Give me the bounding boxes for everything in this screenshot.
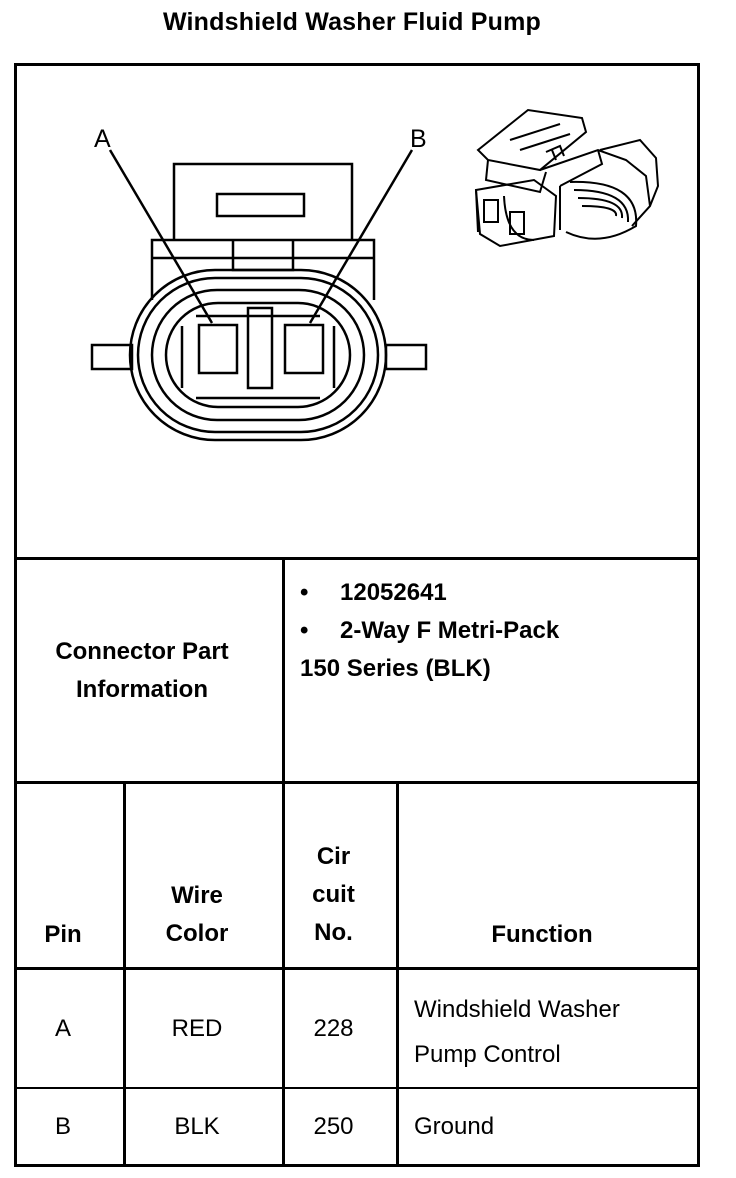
divider-row [14,1087,700,1089]
row-b-circuit: 250 [313,1113,354,1140]
col-divider-pin [123,781,126,1167]
row-a-wire-color: RED [171,1015,223,1042]
center-key [246,306,274,390]
header-circuit: Cir cuit No. [285,838,382,952]
info-bullet-2: • 2-Way F Metri-Pack [300,612,690,650]
header-function: Function [491,921,593,948]
header-circuit-line1: Cir [316,843,351,870]
row-a-function: Windshield Washer Pump Control [414,987,694,1077]
pin-label-b: B [410,125,427,153]
connector-info-details: • 12052641 • 2-Way F Metri-Pack 150 Series… [300,574,690,688]
connector-face-diagram: A B [90,108,660,442]
terminal-b [283,323,325,375]
divider-diagram [14,557,700,560]
divider-header [14,967,700,970]
header-wire-color-line1: Wire [171,882,223,909]
col-divider-info [282,557,285,784]
border-left [14,63,17,1167]
border-bottom [14,1164,700,1167]
connector-type: 2-Way F Metri-Pack [340,617,560,644]
row-a-function-line2: Pump Control [414,1041,561,1068]
latch-housing [172,162,354,240]
connector-iso-sketch [474,108,660,248]
connector-info-heading-line2: Information [76,676,208,703]
latch-slot [215,192,306,218]
row-a-function-line1: Windshield Washer [414,996,620,1023]
border-top [14,63,700,66]
header-circuit-line3: No. [314,919,353,946]
divider-info [14,781,700,784]
row-b-function: Ground [414,1113,495,1140]
inner-ring [164,301,352,409]
ear-left [90,343,134,371]
pin-label-a: A [94,125,111,153]
connector-series: 150 Series (BLK) [300,655,491,682]
connector-info-heading-line1: Connector Part [55,638,229,665]
ear-right [384,343,428,371]
housing-outline [150,238,376,300]
info-bullet-1: • 12052641 [300,574,690,612]
page-title: Windshield Washer Fluid Pump [162,8,542,36]
leader-line-a [108,149,214,324]
row-b-wire-color: BLK [174,1113,220,1140]
header-wire-color-line2: Color [165,920,229,947]
col-divider-circuit [396,781,399,1167]
border-right [697,63,700,1167]
header-circuit-line2: cuit [312,881,355,908]
row-a-pin: A [54,1015,71,1042]
terminal-a [197,323,239,375]
row-a-circuit: 228 [313,1015,354,1042]
outer-ring [128,268,388,442]
row-b-pin: B [54,1113,71,1140]
leader-line-b [308,149,414,324]
part-number: 12052641 [340,579,447,606]
col-divider-color [282,781,285,1167]
connector-info-heading: Connector Part Information [17,633,267,709]
bullet-symbol: • [300,579,309,606]
connector-table [14,63,700,1167]
bullet-symbol: • [300,617,309,644]
header-wire-color: Wire Color [126,877,268,953]
header-pin: Pin [44,921,82,948]
